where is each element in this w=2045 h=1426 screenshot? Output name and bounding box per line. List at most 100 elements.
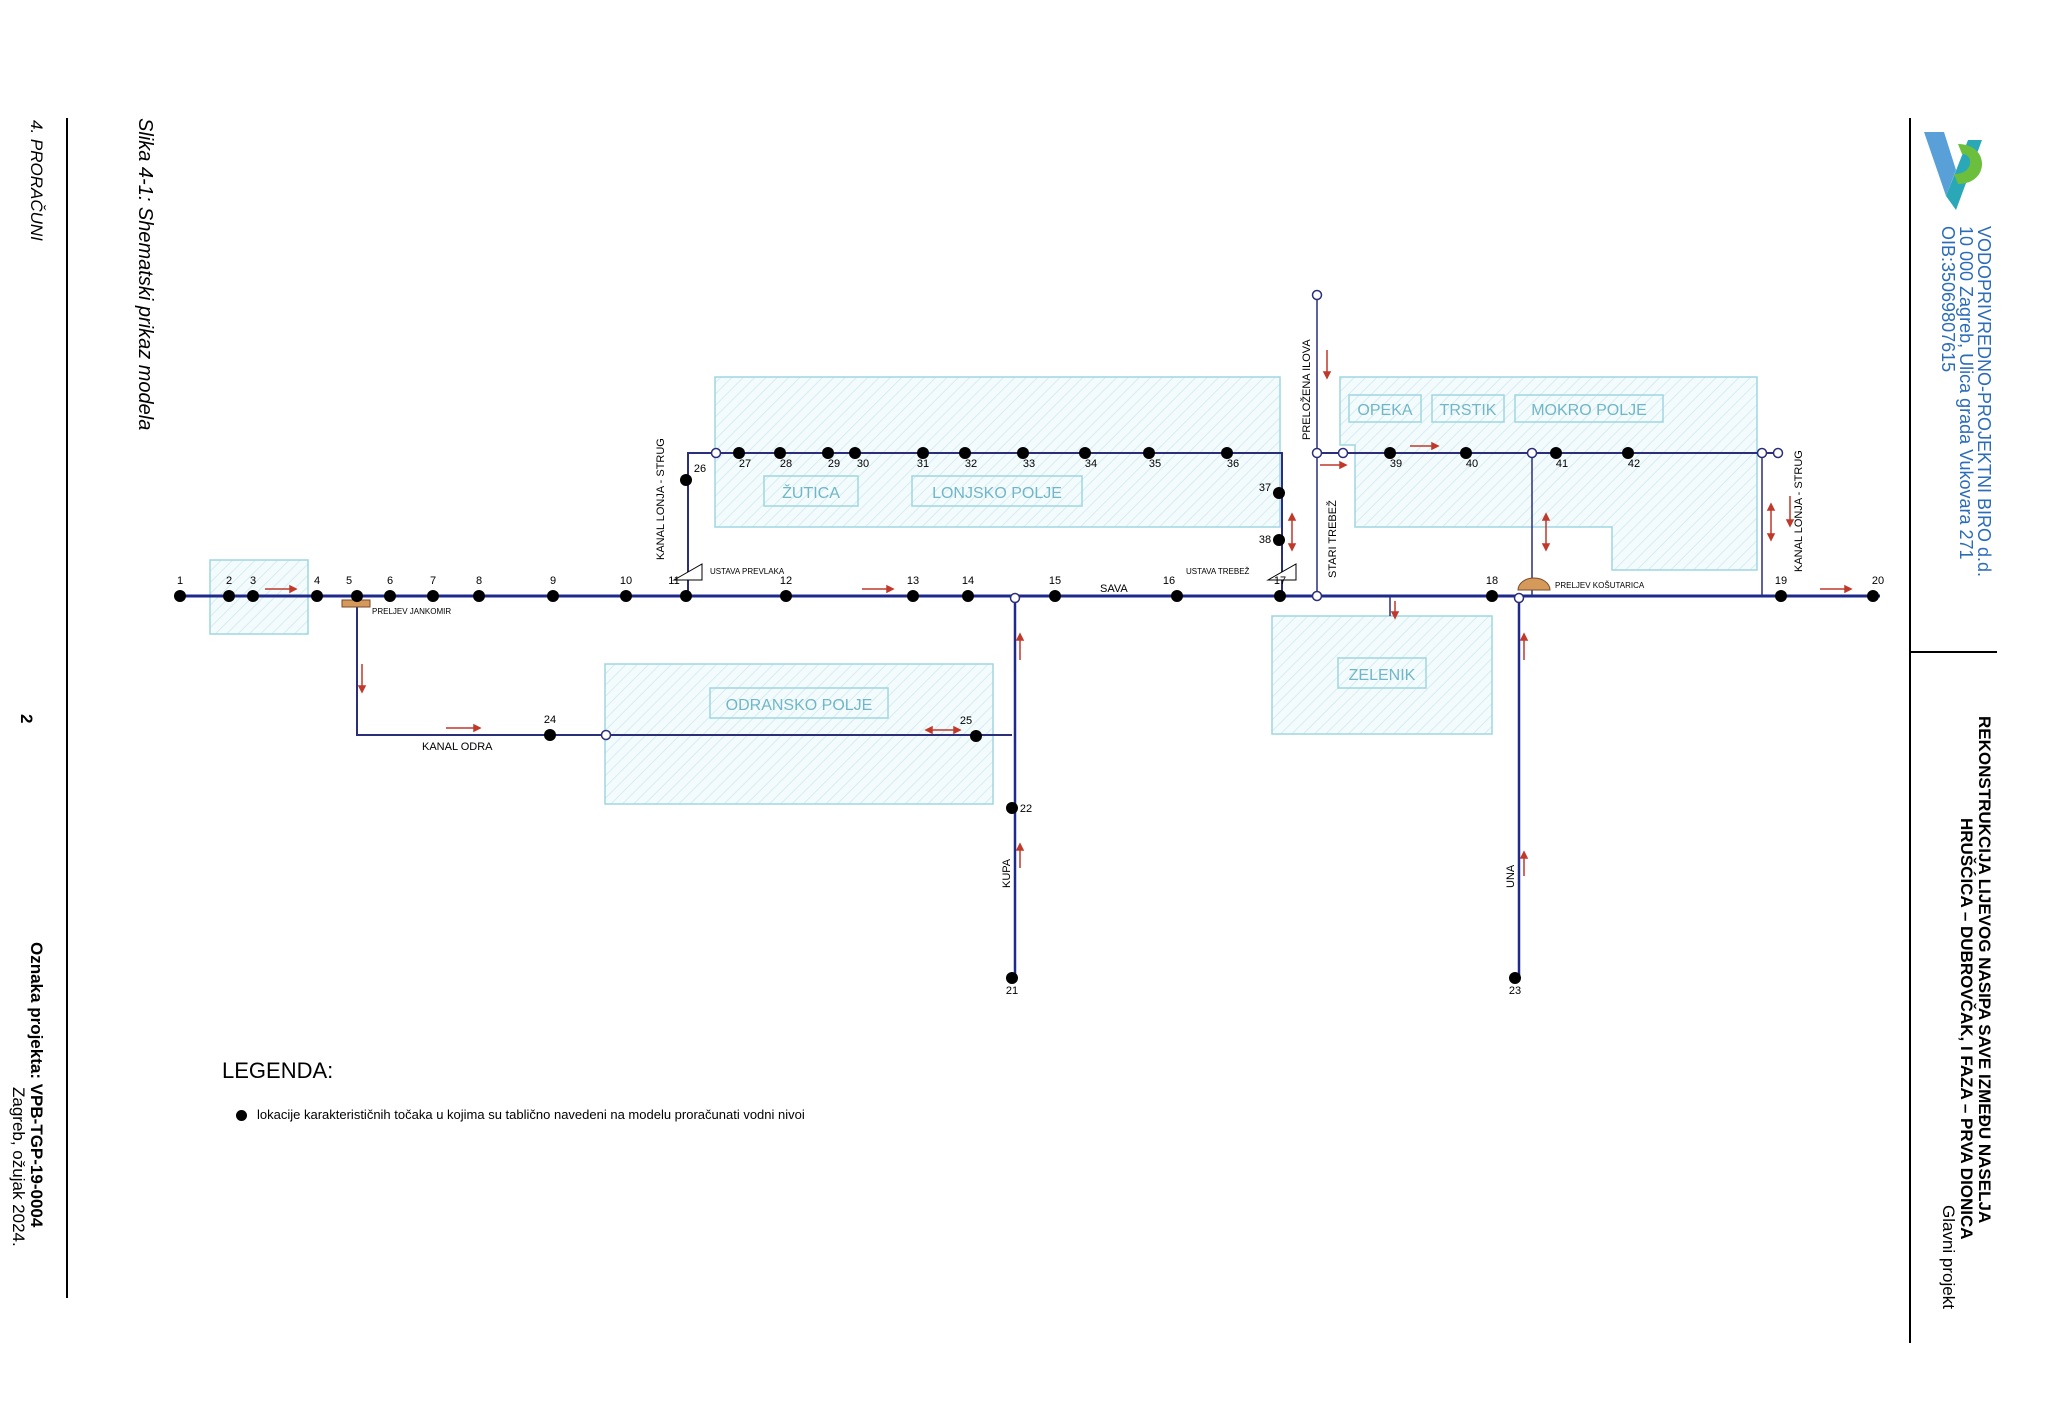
kanal-odra-label: KANAL ODRA	[422, 741, 493, 753]
flow-arrows	[265, 350, 1853, 876]
node-39	[1384, 447, 1396, 459]
node-label-30: 30	[857, 458, 869, 470]
ustava-trebez-label: USTAVA TREBEŽ	[1186, 567, 1250, 576]
prelozena-ilova-label: PRELOŽENA ILOVA	[1300, 339, 1313, 440]
node-15	[1049, 590, 1061, 602]
node-label-22: 22	[1020, 803, 1032, 815]
node-40	[1460, 447, 1472, 459]
node-29	[822, 447, 834, 459]
node-6	[384, 590, 396, 602]
node-5	[351, 590, 363, 602]
node-18	[1486, 590, 1498, 602]
node-14	[962, 590, 974, 602]
node-13	[907, 590, 919, 602]
node-33	[1017, 447, 1029, 459]
node-2	[223, 590, 235, 602]
node-20	[1867, 590, 1879, 602]
node-label-42: 42	[1628, 458, 1640, 470]
area-label-trstik: TRSTIK	[1440, 402, 1497, 419]
area-zelenik-box	[1271, 615, 1493, 735]
node-label-14: 14	[962, 575, 974, 587]
sava-label: SAVA	[1100, 583, 1128, 595]
node-label-27: 27	[739, 458, 751, 470]
company-logo	[1924, 132, 1982, 210]
area-mokro-polje-box	[1339, 376, 1758, 571]
node-label-3: 3	[250, 575, 256, 587]
node-label-39: 39	[1390, 458, 1402, 470]
node-17	[1274, 590, 1286, 602]
node-27	[733, 447, 745, 459]
prelijev-kosutarica-symbol	[1517, 577, 1551, 591]
node-11	[680, 590, 692, 602]
channels	[180, 295, 1880, 978]
node-label-10: 10	[620, 575, 632, 587]
node-label-23: 23	[1509, 985, 1521, 997]
prelijev-jankomir-label: PRELJEV JANKOMIR	[372, 607, 451, 616]
node-label-28: 28	[780, 458, 792, 470]
lonja-strug-left-label: KANAL LONJA - STRUG	[655, 438, 667, 560]
node-label-11: 11	[668, 575, 679, 587]
node-label-34: 34	[1085, 458, 1097, 470]
node-label-21: 21	[1006, 985, 1018, 997]
node-9	[547, 590, 559, 602]
area-label-opeka: OPEKA	[1357, 402, 1412, 419]
node-1	[174, 590, 186, 602]
node-label-5: 5	[346, 575, 352, 587]
node-28	[774, 447, 786, 459]
node-21	[1006, 972, 1018, 984]
node-19	[1775, 590, 1787, 602]
node-label-41: 41	[1556, 458, 1568, 470]
node-label-19: 19	[1775, 575, 1787, 587]
node-36	[1221, 447, 1233, 459]
node-label-17: 17	[1274, 575, 1286, 587]
node-label-8: 8	[476, 575, 482, 587]
node-25	[970, 730, 982, 742]
right-margin-rule	[1909, 118, 1911, 1343]
ustava-prevlaka-label: USTAVA PREVLAKA	[710, 567, 785, 576]
node-35	[1143, 447, 1155, 459]
node-label-7: 7	[430, 575, 436, 587]
node-label-25: 25	[960, 715, 972, 727]
node-31	[917, 447, 929, 459]
node-34	[1079, 447, 1091, 459]
node-label-9: 9	[550, 575, 556, 587]
area-label-lonjsko-polje: LONJSKO POLJE	[932, 485, 1062, 502]
node-3	[247, 590, 259, 602]
node-8	[473, 590, 485, 602]
legend-item: lokacije karakterističnih točaka u kojim…	[236, 1107, 805, 1122]
node-label-15: 15	[1049, 575, 1061, 587]
node-label-13: 13	[907, 575, 919, 587]
node-32	[959, 447, 971, 459]
kanal-odra-line	[356, 596, 1012, 736]
prelijev-kosutarica-label: PRELJEV KOŠUTARICA	[1555, 581, 1645, 590]
legend-title: LEGENDA:	[222, 1058, 334, 1083]
node-label-24: 24	[544, 714, 556, 726]
node-41	[1550, 447, 1562, 459]
node-37	[1273, 487, 1285, 499]
area-label-zelenik: ZELENIK	[1349, 667, 1416, 684]
node-label-20: 20	[1872, 575, 1884, 587]
node-label-1: 1	[177, 575, 183, 587]
area-label-mokro-polje: MOKRO POLJE	[1531, 402, 1647, 419]
ustava-trebez-symbol	[1266, 563, 1297, 581]
node-label-36: 36	[1227, 458, 1239, 470]
node-label-31: 31	[917, 458, 929, 470]
stari-trebez-label: STARI TREBEŽ	[1326, 500, 1339, 578]
node-7	[427, 590, 439, 602]
header-divider	[1911, 651, 1997, 653]
una-label: UNA	[1505, 864, 1517, 888]
node-label-33: 33	[1023, 458, 1035, 470]
legend-item-text: lokacije karakterističnih točaka u kojim…	[257, 1107, 805, 1122]
node-label-18: 18	[1486, 575, 1498, 587]
node-label-35: 35	[1149, 458, 1161, 470]
node-label-16: 16	[1163, 575, 1175, 587]
node-label-6: 6	[387, 575, 393, 587]
node-label-2: 2	[226, 575, 232, 587]
node-label-29: 29	[828, 458, 840, 470]
node-label-38: 38	[1259, 534, 1271, 546]
node-label-40: 40	[1466, 458, 1478, 470]
node-label-26: 26	[694, 463, 706, 475]
ustava-prevlaka-symbol	[672, 563, 703, 581]
node-26	[680, 474, 692, 486]
